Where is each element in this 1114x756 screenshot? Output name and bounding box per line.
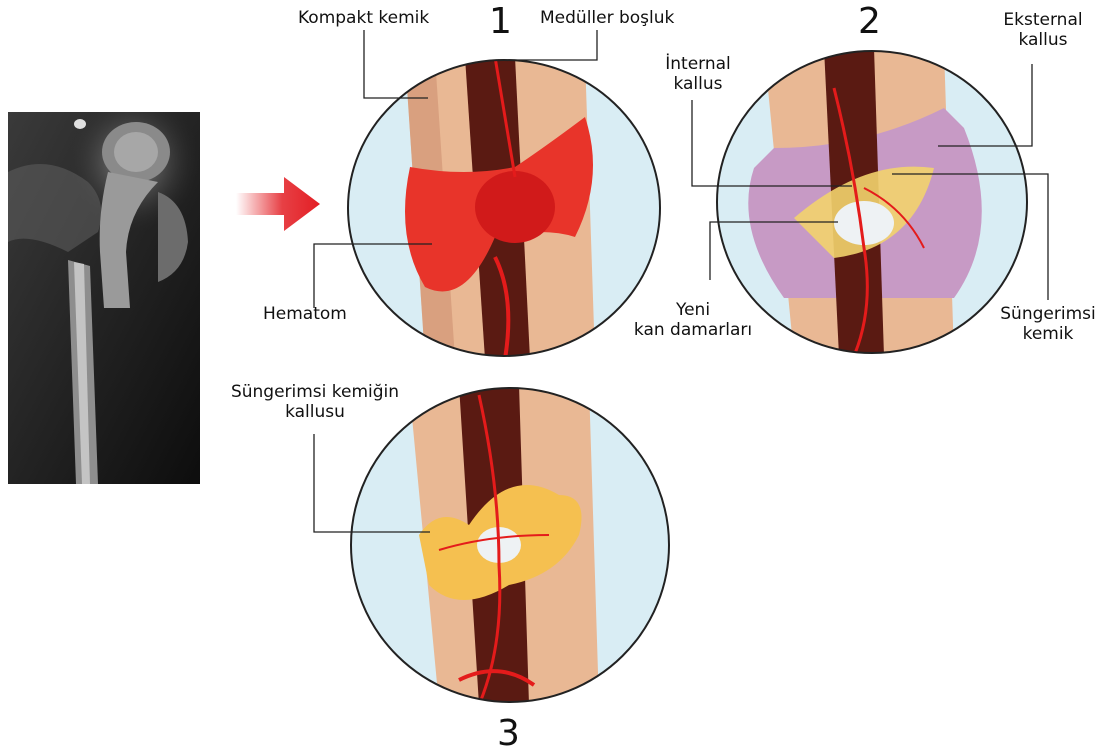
label-spongy-bone-line2: kemik — [990, 324, 1106, 344]
label-new-vessels-line2: kan damarları — [624, 320, 762, 340]
label-spongy-bone-line1: Süngerimsi — [990, 304, 1106, 324]
label-internal-callus-line2: kallus — [648, 74, 748, 94]
stage-number-2: 2 — [858, 4, 881, 40]
label-new-vessels: Yeni kan damarları — [624, 300, 762, 340]
label-spongy-callus-line1: Süngerimsi kemiğin — [212, 382, 418, 402]
label-external-callus-line2: kallus — [988, 30, 1098, 50]
label-medullary-cavity: Medüller boşluk — [540, 8, 674, 28]
label-hematoma: Hematom — [263, 304, 347, 324]
label-spongy-bone: Süngerimsi kemik — [990, 304, 1106, 344]
label-internal-callus-line1: İnternal — [648, 54, 748, 74]
label-external-callus: Eksternal kallus — [988, 10, 1098, 50]
label-new-vessels-line1: Yeni — [624, 300, 762, 320]
label-internal-callus: İnternal kallus — [648, 54, 748, 94]
label-external-callus-line1: Eksternal — [988, 10, 1098, 30]
stage-number-3: 3 — [497, 716, 520, 752]
label-spongy-callus-line2: kallusu — [212, 402, 418, 422]
label-compact-bone: Kompakt kemik — [298, 8, 429, 28]
stage-number-1: 1 — [489, 4, 512, 40]
label-spongy-callus: Süngerimsi kemiğin kallusu — [212, 382, 418, 422]
